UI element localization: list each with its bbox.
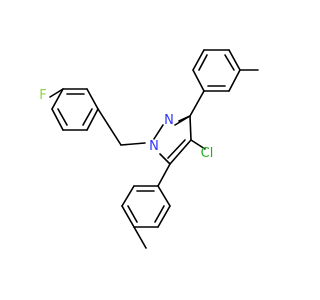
ring-a-bond xyxy=(51,108,64,131)
c5-aryl-bond xyxy=(157,163,171,187)
molecule-canvas: F N N Cl xyxy=(39,49,259,249)
structure-diagram: F N N Cl xyxy=(39,49,259,249)
c3-aryl-bond xyxy=(189,90,205,117)
ring-a-bond xyxy=(51,88,64,110)
ring-c-bond xyxy=(121,185,135,207)
ring-b-double-bond xyxy=(224,54,235,71)
ring-c-double-bond xyxy=(154,205,165,223)
fluorine-atom-label: F xyxy=(39,88,46,103)
ring-a-double-bond xyxy=(57,108,68,126)
ring-c-double-bond xyxy=(127,205,138,223)
benzyl-ch2-bond xyxy=(97,108,122,146)
c4-cl-bond xyxy=(190,139,206,150)
ch2-n1-bond xyxy=(120,142,146,146)
ring-c-bond xyxy=(121,205,135,228)
ring-c-bond xyxy=(157,185,171,207)
ring-a-bond xyxy=(86,108,99,131)
c3-c4-bond xyxy=(189,115,192,141)
n2-n1-bond xyxy=(153,124,164,140)
ring-c-methyl-bond xyxy=(133,226,147,249)
ring-b-bond xyxy=(228,69,241,92)
ring-a-bond xyxy=(86,88,99,110)
ring-b-bond xyxy=(192,49,205,71)
bond-layer xyxy=(49,49,259,249)
nitrogen-n1-atom-label: N xyxy=(149,139,159,154)
ring-b-bond xyxy=(228,49,241,71)
chlorine-atom-label: Cl xyxy=(201,146,214,161)
c4-c5-bond xyxy=(169,139,192,165)
ring-c-bond xyxy=(157,205,171,228)
nitrogen-n2-atom-label: N xyxy=(164,113,174,128)
n2-c3-double-bond xyxy=(178,115,191,122)
c4-c5-double-bond xyxy=(167,139,186,159)
atom-label-layer: F N N Cl xyxy=(39,88,213,161)
c5-n1-bond xyxy=(159,153,171,165)
ring-b-bond xyxy=(192,69,205,92)
ring-b-double-bond xyxy=(198,54,208,71)
ring-a-double-bond xyxy=(82,108,93,126)
f-c-bond xyxy=(49,88,64,98)
